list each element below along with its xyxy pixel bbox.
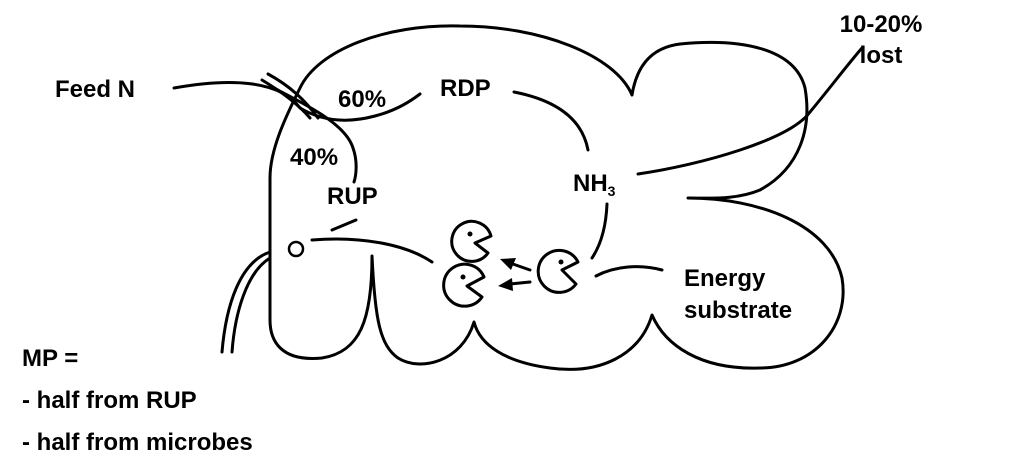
rup-tick bbox=[330, 218, 358, 232]
label-lost: 10-20% lost bbox=[826, 9, 936, 71]
label-60-percent: 60% bbox=[338, 86, 387, 113]
mp-note-line1: - half from RUP bbox=[22, 387, 197, 414]
label-nh3: NH3 bbox=[573, 170, 616, 199]
mp-note: MP = - half from RUP - half from microbe… bbox=[22, 338, 253, 464]
label-energy-substrate: Energy substrate bbox=[684, 263, 792, 327]
label-lost-percent: 10-20% bbox=[839, 11, 923, 38]
outflow-tube-inner bbox=[220, 250, 272, 354]
label-nh3-main: NH bbox=[573, 170, 608, 197]
rdp-to-nh3-line bbox=[512, 90, 590, 152]
label-40-percent: 40% bbox=[290, 144, 339, 171]
label-feed-n: Feed N bbox=[55, 76, 136, 103]
esophagus-line-outer bbox=[266, 72, 320, 120]
energy-to-microbe-line bbox=[594, 265, 664, 278]
microbe-top bbox=[450, 219, 493, 263]
label-rdp: RDP bbox=[440, 75, 491, 102]
label-substrate: substrate bbox=[684, 297, 793, 324]
stomach-outline bbox=[268, 24, 845, 371]
outflow-tube-outer bbox=[230, 256, 272, 354]
label-rup: RUP bbox=[327, 183, 378, 210]
arrow-upper-head bbox=[500, 258, 516, 270]
feed-to-rup-line bbox=[268, 84, 358, 184]
orifice-circle bbox=[287, 240, 305, 258]
nh3-to-microbe-line bbox=[590, 202, 609, 260]
microbe-top-eye bbox=[467, 231, 473, 237]
label-energy: Energy bbox=[684, 265, 766, 292]
rup-flow-line bbox=[310, 237, 434, 264]
feed-to-rdp-line bbox=[172, 81, 422, 122]
mp-note-title: MP = bbox=[22, 345, 79, 372]
microbe-right bbox=[536, 248, 580, 294]
arrow-lower-head bbox=[498, 278, 513, 291]
arrow-lower-shaft bbox=[508, 280, 532, 286]
microbe-bottom bbox=[442, 262, 486, 308]
microbe-right-eye bbox=[558, 259, 564, 265]
mp-note-line2: - half from microbes bbox=[22, 429, 253, 456]
label-lost-word: lost bbox=[859, 42, 903, 69]
nh3-to-lost-line bbox=[636, 46, 864, 176]
microbe-bottom-eye bbox=[460, 274, 466, 280]
label-nh3-subscript: 3 bbox=[607, 183, 616, 199]
